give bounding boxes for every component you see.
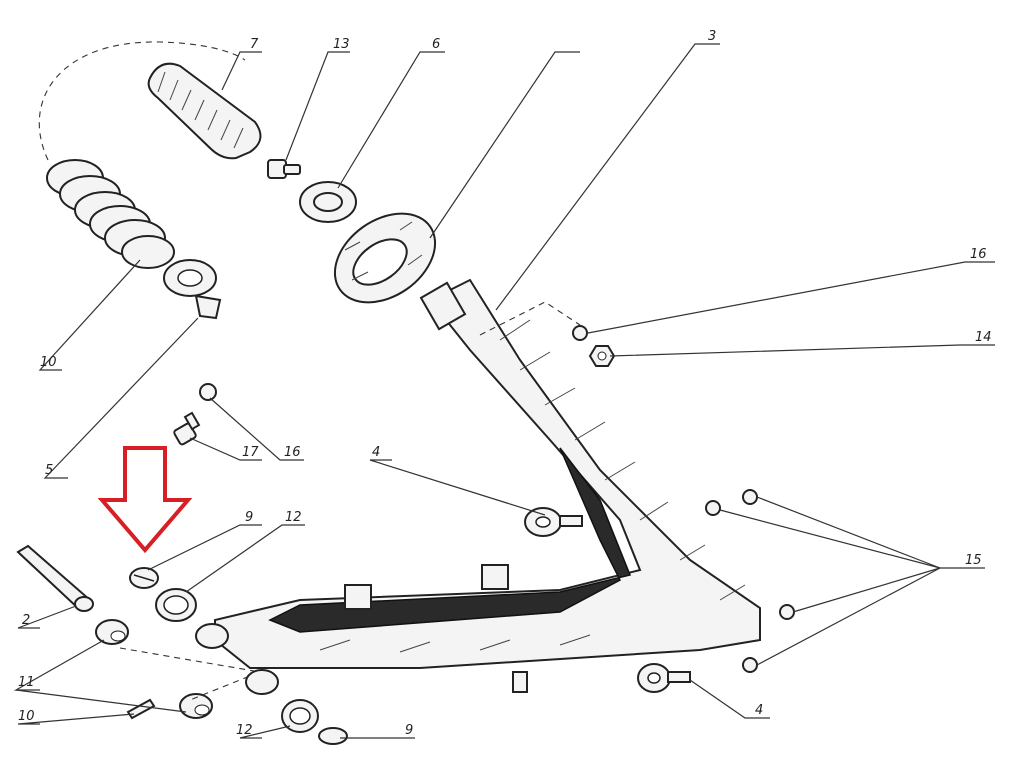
callout-9-upper: 9: [245, 510, 253, 525]
dashed-link-lower-left: [119, 647, 263, 701]
swing-arm-frame: [214, 278, 761, 693]
part-9-cap-upper: [129, 567, 159, 589]
callout-11: 11: [18, 675, 35, 690]
dashed-arc: [38, 41, 246, 161]
part-11-bushing-lower: [179, 693, 213, 719]
part-large-ring: [333, 212, 437, 304]
callout-2: 2: [22, 613, 30, 628]
part-10-small-pin: [126, 698, 156, 720]
part-5-pivot-bushing: [163, 259, 222, 320]
callout-13: 13: [333, 37, 350, 52]
callout-10-bottom: 10: [18, 709, 35, 724]
frame-bushing-front: [195, 623, 279, 695]
part-16-washer-left: [199, 383, 217, 401]
part-2-pivot-pin: [16, 544, 94, 612]
highlight-arrow: [97, 446, 193, 554]
callout-3: 3: [708, 29, 716, 44]
callout-9-lower: 9: [405, 723, 413, 738]
part-11-bushing-upper: [95, 619, 129, 645]
part-6-bushing: [299, 181, 357, 223]
callout-7: 7: [250, 37, 259, 52]
part-4-clamp-upper: [524, 507, 583, 537]
callout-14: 14: [975, 330, 992, 345]
part-10-coil-spring: [46, 159, 175, 269]
callout-17: 17: [242, 445, 259, 460]
callout-labels: 7 13 6 3 16 14 10 5 17 16 4 15 9 12 2 11…: [18, 29, 992, 738]
leader-lines: [13, 43, 995, 739]
callout-16-left: 16: [284, 445, 301, 460]
part-16-washer-right: [572, 325, 588, 341]
part-12-ring-lower: [281, 699, 319, 733]
callout-10-top: 10: [40, 355, 57, 370]
callout-15: 15: [965, 553, 982, 568]
callout-12-upper: 12: [285, 510, 302, 525]
callout-5: 5: [45, 463, 53, 478]
part-12-ring-upper: [155, 588, 197, 622]
part-13-bolt: [267, 159, 301, 179]
part-14-nut: [588, 345, 616, 367]
part-17-bolt: [173, 411, 201, 446]
callout-16-right: 16: [970, 247, 987, 262]
callout-4-upper: 4: [372, 445, 380, 460]
part-4-clamp-lower: [637, 663, 691, 693]
part-7-rubber-sleeve: [147, 62, 262, 160]
dashed-link-right: [479, 301, 581, 336]
callout-4-lower: 4: [755, 703, 763, 718]
callout-12-lower: 12: [236, 723, 253, 738]
callout-6: 6: [432, 37, 440, 52]
part-9-cap-lower: [318, 727, 348, 745]
